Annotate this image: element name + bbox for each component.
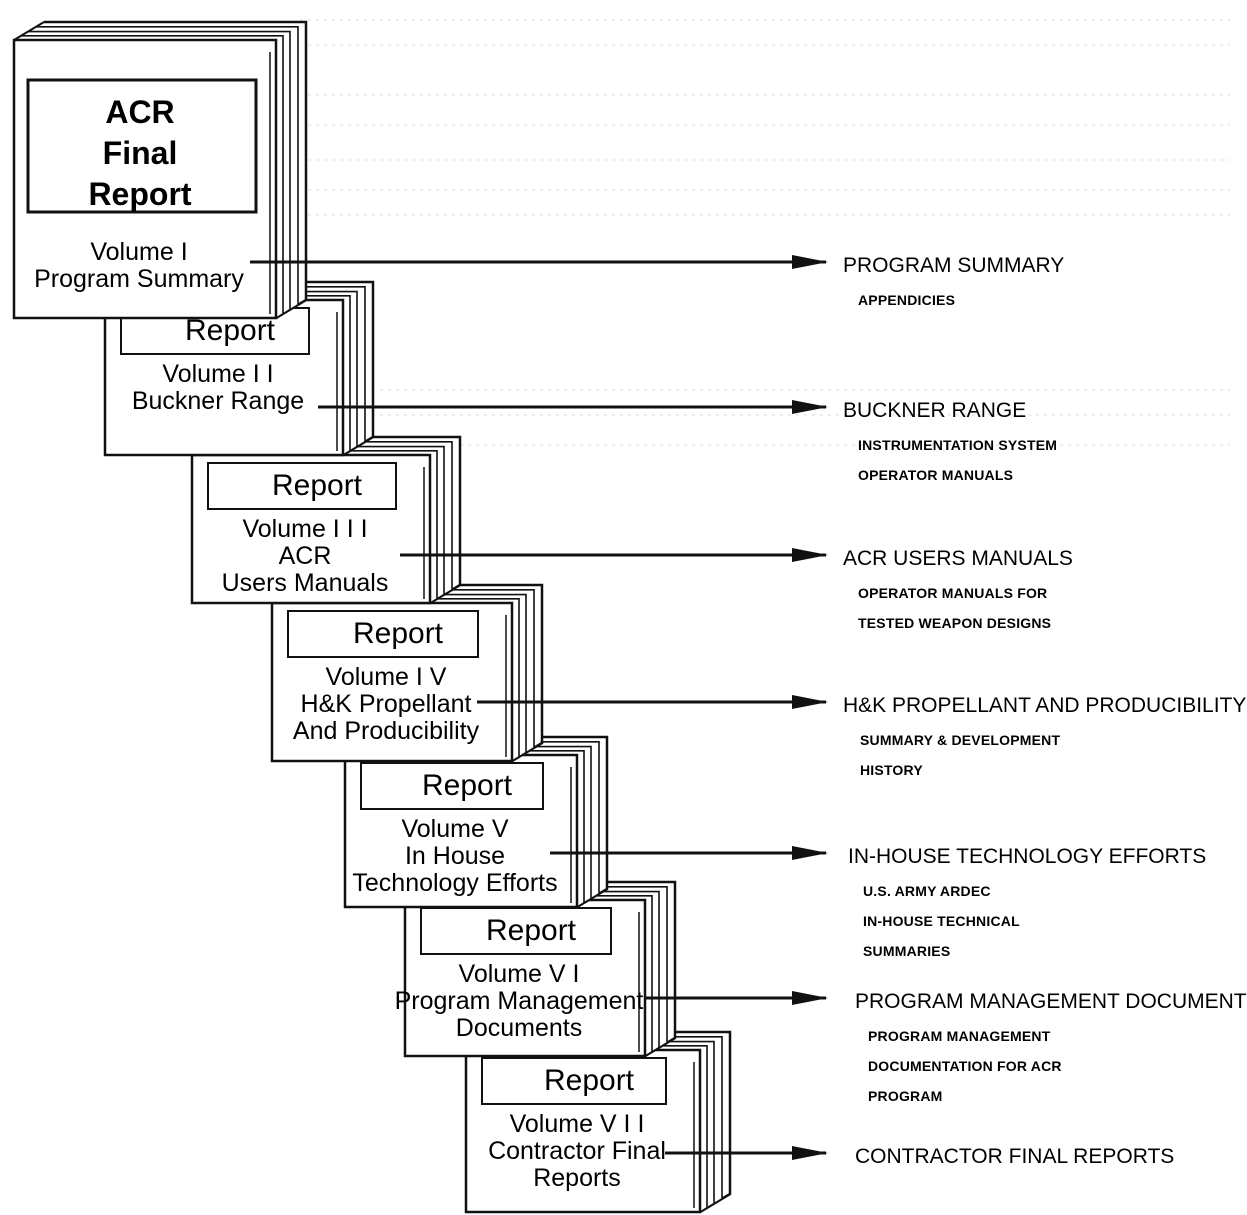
report-tab-label: Report <box>272 469 363 502</box>
report-tab-label: Report <box>185 314 276 347</box>
volume-label-line: Volume V I I <box>510 1110 645 1138</box>
cover-title-box <box>26 78 258 214</box>
volume-description-title: PROGRAM SUMMARY <box>843 254 1064 277</box>
report-tab-box <box>420 907 612 955</box>
binder-corner-edge <box>13 21 45 41</box>
volume-label-line: Contractor Final <box>488 1137 666 1165</box>
volume-description-line: SUMMARY & DEVELOPMENT <box>860 732 1060 748</box>
cover-title-line: Final <box>103 135 178 171</box>
report-tab-label: Report <box>544 1064 635 1097</box>
volume-description-line: TESTED WEAPON DESIGNS <box>858 615 1051 631</box>
volume-description-line: DOCUMENTATION FOR ACR <box>868 1058 1062 1074</box>
report-tab-label: Report <box>486 914 577 947</box>
volume-label-line: Reports <box>533 1164 621 1192</box>
volume-label-line: H&K Propellant <box>301 690 472 718</box>
volume-label-line: Program Summary <box>34 265 244 293</box>
volume-description-line: APPENDICIES <box>858 292 955 308</box>
report-tab-box <box>207 462 397 510</box>
volume-label-line: Program Management <box>395 987 644 1015</box>
report-tab-box <box>360 762 544 810</box>
volume-description-line: SUMMARIES <box>863 943 950 959</box>
volume-description-line: INSTRUMENTATION SYSTEM <box>858 437 1057 453</box>
volume-description-title: BUCKNER RANGE <box>843 399 1026 422</box>
volume-description-line: OPERATOR MANUALS FOR <box>858 585 1047 601</box>
volume-description-line: OPERATOR MANUALS <box>858 467 1013 483</box>
volume-label-line: Volume I <box>90 238 187 266</box>
volume-description-line: U.S. ARMY ARDEC <box>863 883 991 899</box>
cover-title-line: Report <box>88 176 191 212</box>
volume-description-title: ACR USERS MANUALS <box>843 547 1073 570</box>
volume-description-line: PROGRAM MANAGEMENT <box>868 1028 1051 1044</box>
volume-description-line: HISTORY <box>860 762 923 778</box>
volume-label-line: Volume V <box>401 815 508 843</box>
volume-label-line: ACR <box>279 542 332 570</box>
volume-description-line: IN-HOUSE TECHNICAL <box>863 913 1020 929</box>
volume-label-line: Technology Efforts <box>352 869 557 897</box>
volume-description-title: IN-HOUSE TECHNOLOGY EFFORTS <box>848 845 1206 868</box>
cover-title-line: ACR <box>105 94 174 130</box>
volume-descriptions: PROGRAM SUMMARY APPENDICIES BUCKNER RANGE I… <box>843 254 1247 1168</box>
volume-description-title: PROGRAM MANAGEMENT DOCUMENTS <box>855 990 1247 1013</box>
faint-background-text <box>300 19 1230 446</box>
report-tab-label: Report <box>422 769 513 802</box>
volume-label-line: Volume V I <box>459 960 580 988</box>
volume-description-title: CONTRACTOR FINAL REPORTS <box>855 1145 1174 1168</box>
volume-label-line: Volume I I <box>162 360 273 388</box>
volume-label-line: Users Manuals <box>222 569 389 597</box>
volume-description-line: PROGRAM <box>868 1088 943 1104</box>
volume-label-line: Volume I I I <box>242 515 367 543</box>
volume-label-line: Volume I V <box>326 663 447 691</box>
report-tab-box <box>287 610 479 658</box>
volume-label-line: Buckner Range <box>132 387 304 415</box>
report-tab-label: Report <box>353 617 444 650</box>
volume-label-line: Documents <box>456 1014 582 1042</box>
volume-label-line: In House <box>405 842 505 870</box>
volume-description-title: H&K PROPELLANT AND PRODUCIBILITY <box>843 694 1246 717</box>
arrow-layer <box>250 255 828 1160</box>
report-tab-box <box>481 1057 667 1105</box>
volume-label-line: And Producibility <box>293 717 480 745</box>
